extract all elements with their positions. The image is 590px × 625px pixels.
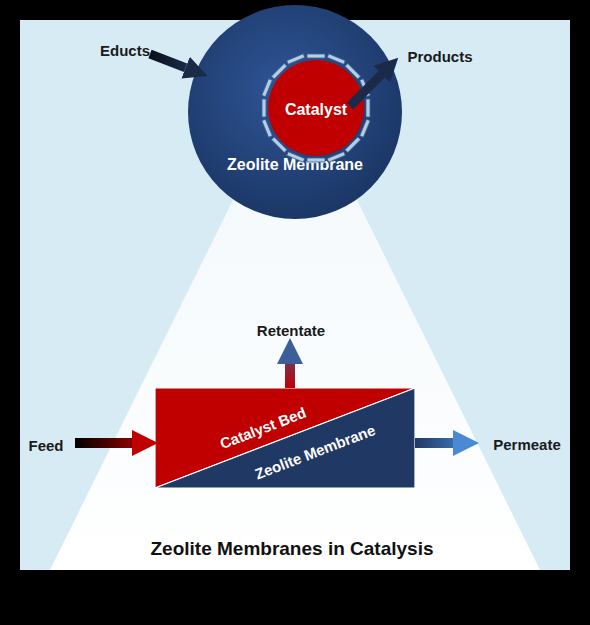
crystal <box>366 99 370 117</box>
crystal <box>307 54 325 58</box>
stream-label: Feed <box>28 437 63 454</box>
crystal <box>345 63 361 79</box>
crystal <box>360 119 371 137</box>
node-text: Catalyst <box>285 101 347 119</box>
catalyst-circle: Catalyst <box>268 60 364 156</box>
products-arrow <box>350 74 382 106</box>
zeolite-crystals <box>262 54 371 163</box>
output-label: Products <box>407 48 472 65</box>
membrane-layer-fill <box>155 388 415 488</box>
membrane-circle: Zeolite Membrane Catalyst <box>188 5 402 219</box>
crystal <box>360 79 371 97</box>
zoom-cone <box>50 190 540 570</box>
permeate-arrow <box>415 438 453 448</box>
crystal <box>262 99 266 117</box>
feed-arrow <box>75 438 132 448</box>
light-panel <box>20 20 570 570</box>
crystal <box>271 137 287 153</box>
stream-label: Retentate <box>257 322 325 339</box>
figure-title: Zeolite Membranes in Catalysis <box>151 538 434 560</box>
crystal <box>262 79 273 97</box>
educts-arrow <box>150 54 186 68</box>
crystal <box>287 54 305 65</box>
catalyst-bed-fill <box>155 388 415 488</box>
crystal <box>271 63 287 79</box>
crystal <box>307 158 325 162</box>
stream-label: Permeate <box>493 436 561 453</box>
retentate-arrow <box>285 364 295 388</box>
membrane-circle-fill <box>188 5 402 219</box>
input-label: Educts <box>100 42 150 59</box>
membrane-layer: Zeolite Membrane <box>155 388 415 488</box>
crystal <box>327 54 345 65</box>
node-text: Zeolite Membrane <box>227 156 363 174</box>
crystal <box>345 137 361 153</box>
crystal <box>262 119 273 137</box>
crystal <box>327 152 345 163</box>
crystal <box>287 152 305 163</box>
membrane-layer-outline <box>155 388 415 488</box>
catalyst-circle-fill <box>268 60 364 156</box>
